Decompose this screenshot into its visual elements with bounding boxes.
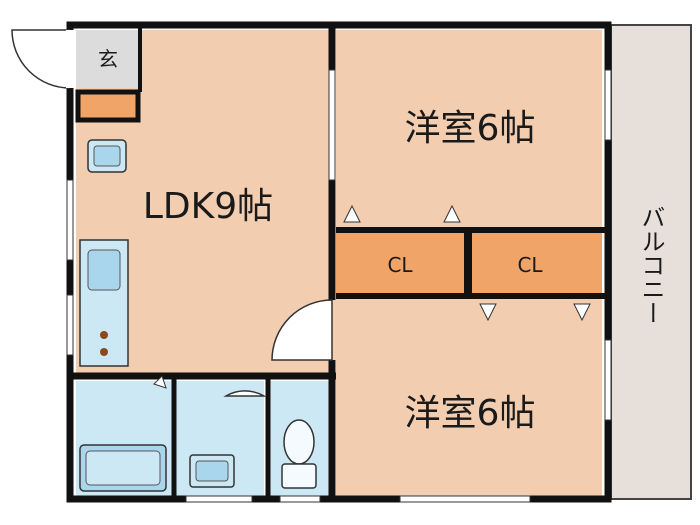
closet-door-marker (479, 303, 497, 322)
bedroom-bottom-floor (336, 297, 602, 497)
outer-wall (66, 21, 612, 503)
stove-burner (100, 331, 108, 339)
closet-left (336, 232, 464, 294)
shower-marker (153, 375, 167, 389)
balcony-label: バルコニー (637, 205, 665, 325)
bedroom-bottom-label: 洋室6帖 (405, 393, 536, 434)
window-kitchen-left (66, 294, 74, 356)
wash-basin-inner (195, 460, 229, 482)
kitchen-sink (87, 249, 121, 291)
window-toilet-bottom (279, 495, 321, 503)
entrance-opening (66, 30, 74, 88)
closet-left-label: CL (387, 253, 413, 277)
genkan-label: 玄 (98, 47, 118, 71)
window-ldk-left (66, 179, 74, 261)
shoe-cabinet (75, 89, 141, 123)
window-bedroom-top-right (604, 69, 612, 141)
genkan-floor (76, 30, 138, 88)
balcony-area (610, 24, 692, 500)
refrigerator-inner (93, 145, 121, 167)
closet-right (472, 232, 602, 294)
closet-door-marker (343, 204, 361, 223)
window-wash-bottom (185, 495, 253, 503)
closet-door-marker (573, 303, 591, 322)
ldk-label: LDK9帖 (143, 186, 273, 227)
closet-door-marker (443, 204, 461, 223)
door-washroom (223, 390, 267, 397)
door-bottom-bedroom (271, 299, 333, 361)
bathtub-inner (85, 450, 161, 486)
sliding-door-ldk-bedroom (328, 69, 336, 181)
toilet-tank (281, 463, 317, 489)
window-bedroom-bottom (399, 495, 531, 503)
bedroom-top-floor (336, 30, 602, 229)
bedroom-top-label: 洋室6帖 (405, 108, 536, 149)
entrance-door (11, 29, 71, 89)
toilet-bowl (283, 419, 315, 465)
closet-right-label: CL (517, 253, 543, 277)
stove-burner (100, 348, 108, 356)
window-bedroom-bottom-right (604, 339, 612, 421)
